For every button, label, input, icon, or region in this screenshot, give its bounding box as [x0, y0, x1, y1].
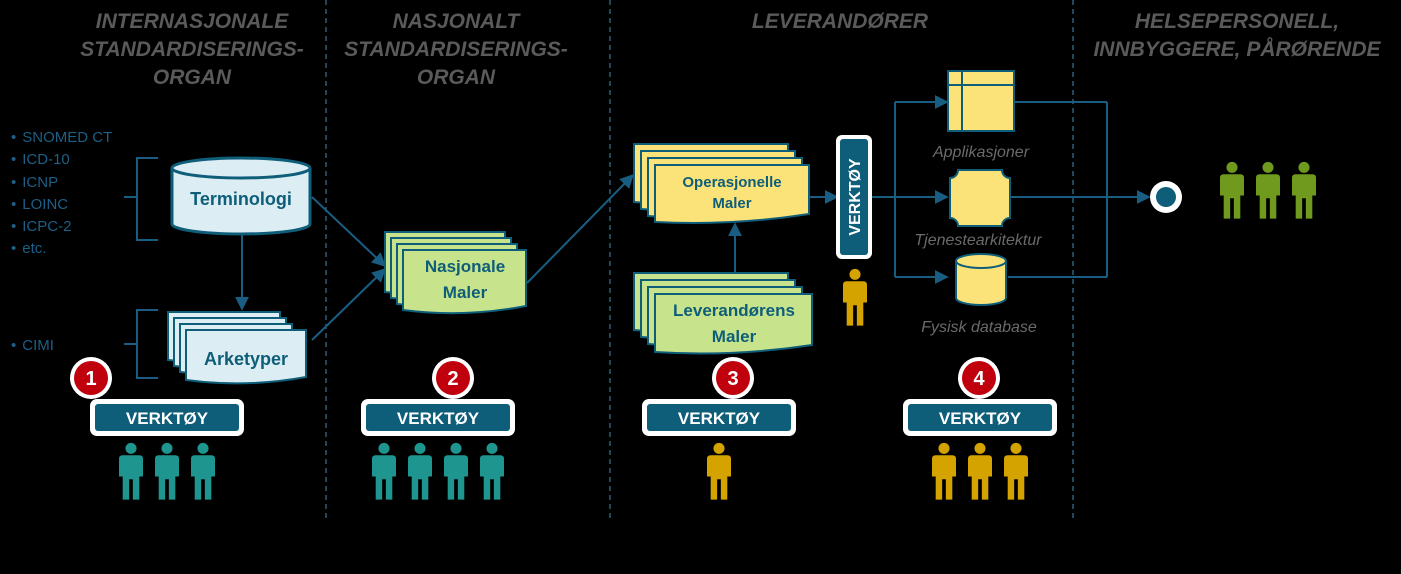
connectors	[235, 95, 1151, 341]
person-icon	[480, 442, 504, 500]
step-number: 3	[727, 368, 738, 390]
header-line: STANDARDISERINGS-	[344, 38, 568, 61]
person-icon	[843, 268, 867, 326]
person-icon	[408, 442, 432, 500]
column-header-suppliers: LEVERANDØRER	[700, 8, 980, 36]
vertical-tool-label: VERKTØY	[847, 158, 864, 236]
person-icon	[707, 442, 731, 500]
tool-button-label: VERKTØY	[397, 409, 480, 428]
column-header-national: NASJONALT STANDARDISERINGS- ORGAN	[326, 8, 586, 92]
tool-button: VERKTØY	[90, 399, 244, 436]
list-item: SNOMED CT	[11, 127, 112, 149]
person-icon	[968, 442, 992, 500]
archetype-standards-list: CIMI	[11, 335, 54, 357]
arketyper-document-stack: Arketyper	[167, 311, 307, 385]
nasjonale-maler-label-line1: Nasjonale	[425, 257, 505, 276]
person-icon	[1220, 161, 1244, 219]
header-line: HELSEPERSONELL,	[1134, 10, 1340, 33]
leverandorens-maler-label-line1: Leverandørens	[673, 301, 795, 320]
header-line: LEVERANDØRER	[751, 10, 929, 33]
tool-button-label: VERKTØY	[126, 409, 209, 428]
person-icon	[155, 442, 179, 500]
step-badge	[436, 361, 470, 395]
person-icon	[1292, 161, 1316, 219]
terminology-standards-list: SNOMED CT ICD-10 ICNP LOINC ICPC-2 etc.	[11, 127, 112, 261]
vertical-tool-badge: VERKTØY	[836, 135, 872, 259]
people-group-step-2	[372, 442, 504, 500]
nasjonale-maler-label-line2: Maler	[443, 283, 488, 302]
header-line: STANDARDISERINGS-	[80, 38, 304, 61]
header-line: INNBYGGERE, PÅRØRENDE	[1093, 38, 1381, 61]
header-line: NASJONALT	[392, 10, 520, 33]
operasjonelle-maler-label-line2: Maler	[712, 195, 751, 212]
end-target-icon	[1150, 181, 1182, 213]
tool-button-label: VERKTØY	[939, 409, 1022, 428]
step-badge	[74, 361, 108, 395]
people-group-step-1	[119, 442, 215, 500]
tool-button-fill	[908, 404, 1052, 431]
list-item: LOINC	[11, 194, 112, 216]
terminologi-database-icon: Terminologi	[170, 156, 312, 236]
operasjonelle-maler-document-stack: Operasjonelle Maler	[633, 143, 810, 224]
header-line: INTERNASJONALE	[95, 10, 289, 33]
column-dividers	[325, 0, 1074, 522]
step-number: 4	[973, 368, 985, 390]
person-icon	[372, 442, 396, 500]
people-group-tool-operator	[843, 268, 867, 326]
header-line: ORGAN	[416, 66, 496, 89]
list-brackets	[124, 157, 158, 379]
header-line: ORGAN	[152, 66, 232, 89]
list-item: ICNP	[11, 172, 112, 194]
person-icon	[1256, 161, 1280, 219]
tool-button: VERKTØY	[361, 399, 515, 436]
step-number: 1	[85, 368, 96, 390]
person-icon	[119, 442, 143, 500]
fysisk-database-icon	[955, 253, 1007, 306]
list-item: etc.	[11, 238, 112, 260]
leverandorens-maler-label-line2: Maler	[712, 327, 757, 346]
step-badge	[962, 361, 996, 395]
tool-button: VERKTØY	[642, 399, 796, 436]
tool-button: VERKTØY	[903, 399, 1057, 436]
people-group-end-users	[1220, 161, 1316, 219]
people-group-step-3	[707, 442, 731, 500]
leverandorens-maler-document-stack: Leverandørens Maler	[633, 272, 813, 355]
list-item: ICD-10	[11, 149, 112, 171]
applikasjoner-window-icon	[947, 70, 1015, 132]
terminologi-label: Terminologi	[190, 189, 292, 209]
person-icon	[444, 442, 468, 500]
tjenestearkitektur-icon	[949, 169, 1011, 227]
step-number: 2	[447, 368, 458, 390]
person-icon	[191, 442, 215, 500]
tool-button-fill	[366, 404, 510, 431]
arrow-nasjonale-operasjonelle	[526, 174, 634, 284]
applikasjoner-label: Applikasjoner	[932, 144, 1030, 161]
fysisk-database-label: Fysisk database	[921, 319, 1037, 336]
operasjonelle-maler-label-line1: Operasjonelle	[682, 174, 781, 191]
arrow-arketyper-nasjonale	[311, 268, 387, 341]
arrow-terminologi-nasjonale	[311, 196, 387, 267]
person-icon	[1004, 442, 1028, 500]
tool-button-fill	[647, 404, 791, 431]
nasjonale-maler-document-stack: Nasjonale Maler	[384, 231, 527, 315]
step-badge	[716, 361, 750, 395]
tool-button-label: VERKTØY	[678, 409, 761, 428]
column-header-users: HELSEPERSONELL, INNBYGGERE, PÅRØRENDE	[1082, 8, 1392, 64]
arketyper-label: Arketyper	[204, 349, 288, 369]
tjenestearkitektur-label: Tjenestearkitektur	[914, 232, 1042, 249]
tool-button-fill	[95, 404, 239, 431]
list-item: CIMI	[11, 335, 54, 357]
list-item: ICPC-2	[11, 216, 112, 238]
person-icon	[932, 442, 956, 500]
people-group-step-4	[932, 442, 1028, 500]
column-header-international: INTERNASJONALE STANDARDISERINGS- ORGAN	[62, 8, 322, 92]
